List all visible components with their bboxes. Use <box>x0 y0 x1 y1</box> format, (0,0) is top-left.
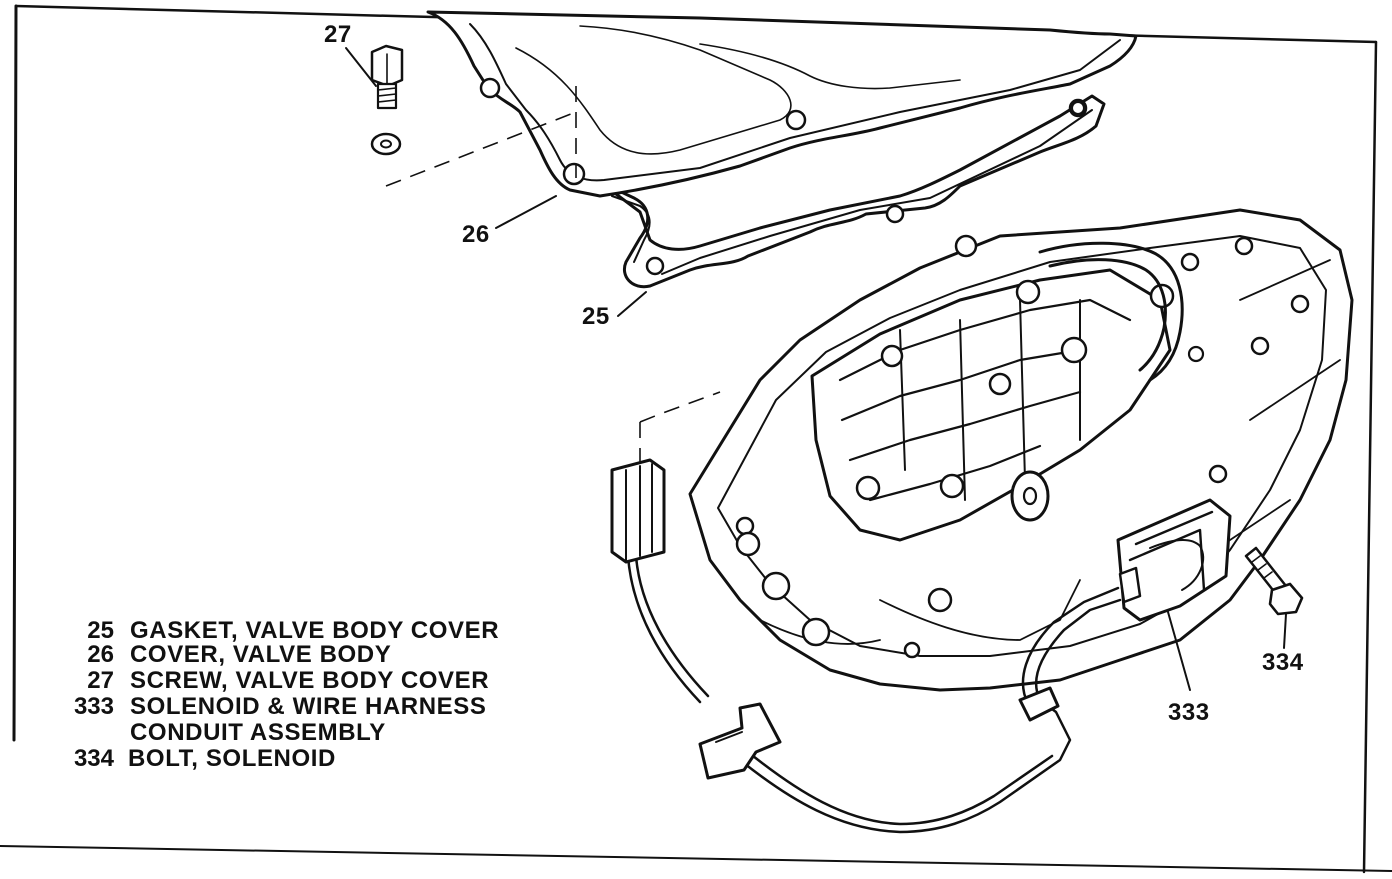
legend-description: SCREW, VALVE BODY COVER <box>130 667 489 694</box>
wire-harness <box>626 554 1122 834</box>
frame-lines <box>0 4 1392 874</box>
callout-333: 333 <box>1168 699 1210 726</box>
callout-334: 334 <box>1262 649 1304 676</box>
harness-connector-left <box>610 458 666 564</box>
harness-connector-right <box>1018 686 1060 722</box>
bolt-solenoid <box>1244 546 1304 616</box>
cover-valve-body <box>426 10 1138 198</box>
valve-body <box>735 234 1205 647</box>
feed-tube <box>1038 241 1184 382</box>
solenoid-wire-harness-assembly <box>1116 498 1232 622</box>
callout-26: 26 <box>462 221 490 248</box>
leader-lines <box>345 47 1287 691</box>
harness-connector-bottom <box>698 702 782 780</box>
legend-description: COVER, VALVE BODY <box>130 641 391 668</box>
screw-valve-body-cover <box>370 44 404 156</box>
legend-number: 27 <box>87 667 114 694</box>
legend-number: 333 <box>74 693 114 720</box>
callout-labels: 27 26 25 333 334 <box>324 21 1304 726</box>
legend-description: SOLENOID & WIRE HARNESS <box>130 693 487 720</box>
legend-description: CONDUIT ASSEMBLY <box>130 719 386 746</box>
parts-legend: 25 GASKET, VALVE BODY COVER 26 COVER, VA… <box>74 617 499 772</box>
legend-number: 26 <box>87 641 114 668</box>
valve-body-bolts <box>735 234 1205 647</box>
callout-25: 25 <box>582 303 610 330</box>
callout-27: 27 <box>324 21 352 48</box>
legend-number: 25 <box>87 617 114 644</box>
legend-number: 334 <box>74 745 115 772</box>
legend-description: GASKET, VALVE BODY COVER <box>130 617 499 644</box>
legend-description: BOLT, SOLENOID <box>128 745 336 772</box>
